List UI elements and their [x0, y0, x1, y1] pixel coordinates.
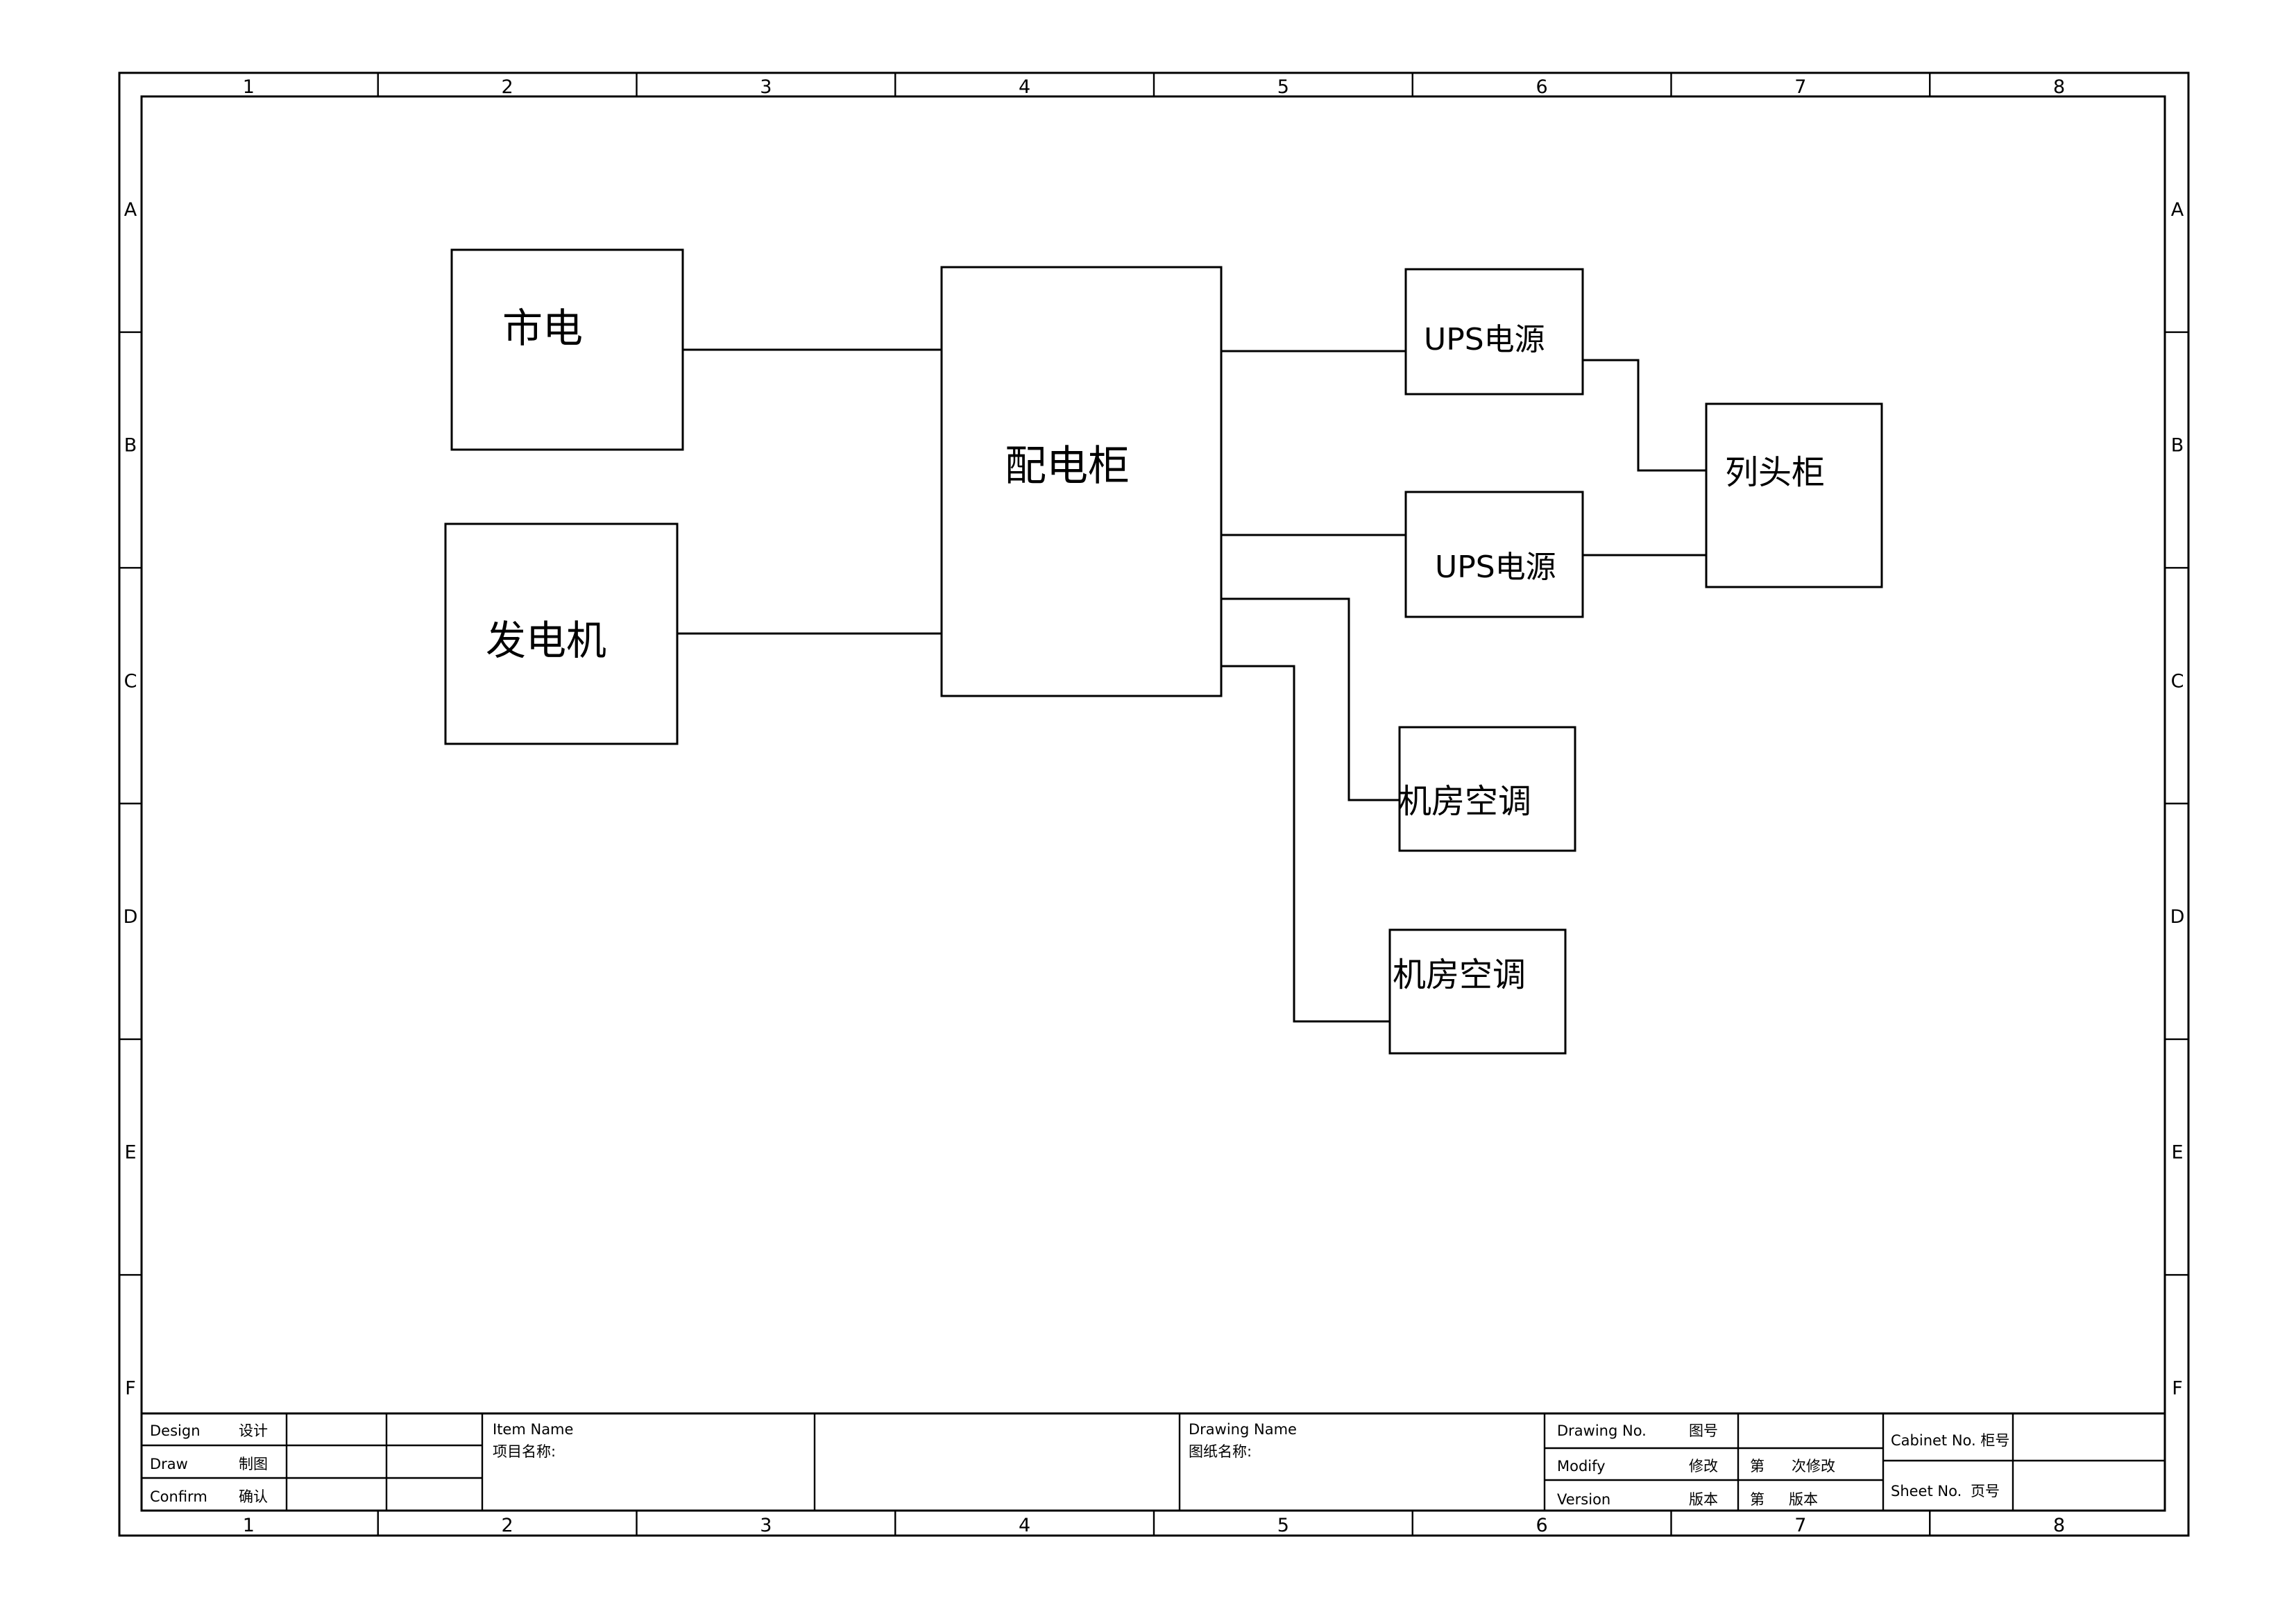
column-label-top: 1 [243, 76, 255, 98]
row-label-right: C [2171, 670, 2184, 692]
row-label-left: B [124, 435, 137, 457]
column-label-bottom: 1 [243, 1515, 255, 1536]
label-drawing-name: Drawing Name [1189, 1421, 1297, 1438]
column-label-top: 2 [502, 76, 513, 98]
wire-ups-1-to-column-head-cabinet [1583, 359, 1706, 472]
label-room-ac-1: 机房空调 [1398, 782, 1531, 821]
row-label-right: B [2171, 435, 2184, 457]
block-room-ac-2: 机房空调 [1388, 928, 1567, 1055]
label-confirm-cn: 确认 [239, 1488, 268, 1505]
column-label-top: 8 [2053, 76, 2065, 98]
label-item-name: Item Name [493, 1421, 573, 1438]
block-ups-2: UPS电源 [1404, 491, 1584, 618]
label-modify-cn: 修改 [1689, 1458, 1718, 1475]
block-distribution-cabinet: 配电柜 [940, 266, 1223, 697]
column-label-bottom: 3 [760, 1515, 772, 1536]
label-generator: 发电机 [486, 617, 606, 664]
wire-cabinet-to-room-ac-1 [1221, 597, 1400, 801]
column-label-top: 7 [1794, 76, 1806, 98]
label-sheet-no: Sheet No. [1891, 1483, 1962, 1499]
column-label-top: 5 [1277, 76, 1289, 98]
block-mains: 市电 [450, 248, 684, 451]
column-label-bottom: 8 [2053, 1515, 2065, 1536]
row-label-left: D [124, 906, 138, 928]
block-ups-1: UPS电源 [1404, 268, 1584, 396]
title-block: Design 设计 Draw 制图 Confirm 确认 Item Name 项… [142, 1412, 2165, 1511]
column-label-top: 6 [1536, 76, 1548, 98]
label-confirm: Confirm [150, 1488, 207, 1505]
connection-wires [677, 348, 1706, 1023]
column-label-bottom: 6 [1536, 1515, 1548, 1536]
row-label-left: E [124, 1142, 136, 1164]
label-modify-suffix: 次修改 [1792, 1458, 1835, 1475]
label-sheet-no-cn: 页号 [1971, 1483, 2000, 1499]
label-version-suffix: 版本 [1789, 1491, 1818, 1508]
label-cabinet-no: Cabinet No. 柜号 [1891, 1432, 2009, 1449]
wire-cabinet-to-room-ac-2 [1221, 665, 1390, 1023]
column-label-bottom: 4 [1019, 1515, 1030, 1536]
column-label-bottom: 7 [1794, 1515, 1806, 1536]
row-label-right: A [2171, 199, 2184, 221]
label-ups-2: UPS电源 [1435, 550, 1556, 585]
row-label-right: F [2172, 1377, 2183, 1399]
label-distribution-cabinet: 配电柜 [1005, 442, 1130, 491]
label-ups-1: UPS电源 [1424, 322, 1545, 357]
label-version-cn: 版本 [1689, 1491, 1718, 1508]
label-version: Version [1557, 1491, 1610, 1508]
label-item-name-cn: 项目名称: [493, 1443, 556, 1460]
column-label-top: 3 [760, 76, 772, 98]
label-modify: Modify [1557, 1458, 1606, 1475]
block-column-head-cabinet: 列头柜 [1705, 402, 1883, 588]
zone-grid-lines [119, 73, 2188, 1536]
row-label-left: C [124, 670, 137, 692]
label-drawing-name-cn: 图纸名称: [1189, 1443, 1252, 1460]
column-label-bottom: 2 [502, 1515, 513, 1536]
label-design-cn: 设计 [239, 1422, 268, 1439]
block-room-ac-1: 机房空调 [1398, 726, 1576, 852]
block-generator: 发电机 [444, 522, 679, 745]
column-label-bottom: 5 [1277, 1515, 1289, 1536]
label-draw: Draw [150, 1456, 188, 1472]
row-label-right: D [2170, 906, 2185, 928]
row-label-left: F [125, 1377, 136, 1399]
label-version-prefix: 第 [1750, 1491, 1764, 1508]
column-label-top: 4 [1019, 76, 1030, 98]
row-label-right: E [2171, 1142, 2183, 1164]
label-mains: 市电 [502, 305, 583, 352]
label-column-head-cabinet: 列头柜 [1725, 453, 1825, 492]
label-room-ac-2: 机房空调 [1393, 955, 1526, 994]
label-modify-prefix: 第 [1750, 1458, 1764, 1475]
label-draw-cn: 制图 [239, 1456, 268, 1472]
row-label-left: A [124, 199, 137, 221]
label-drawing-no: Drawing No. [1557, 1422, 1647, 1439]
label-design: Design [150, 1422, 201, 1439]
label-drawing-no-cn: 图号 [1689, 1422, 1718, 1439]
